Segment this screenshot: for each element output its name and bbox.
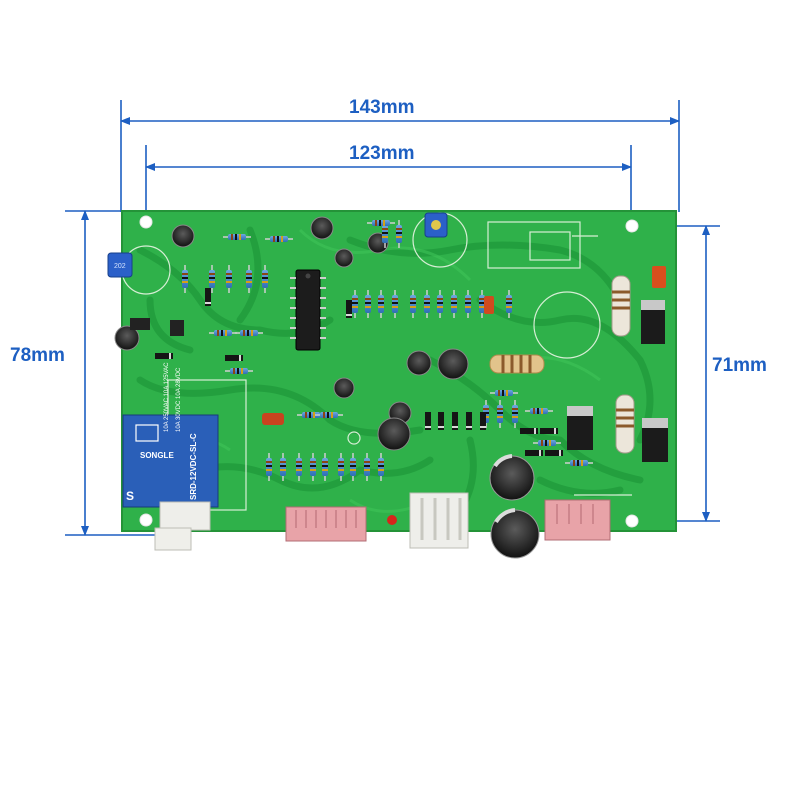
overall-width-label: 143mm xyxy=(349,97,415,118)
resistor xyxy=(378,453,384,481)
resistor xyxy=(322,453,328,481)
resistor xyxy=(525,408,553,414)
resistor xyxy=(352,290,358,318)
resistor xyxy=(367,220,395,226)
trim-potentiometers: 202 xyxy=(107,212,448,278)
resistor xyxy=(424,290,430,318)
relay: SONGLE 10A 250VAC 10A 125VAC 10A 30VDC 1… xyxy=(122,362,219,508)
resistor xyxy=(310,453,316,481)
resistor xyxy=(315,412,343,418)
ic-chip xyxy=(290,269,326,351)
connectors xyxy=(154,492,611,551)
hole-spacing-height-label: 71mm xyxy=(712,355,767,376)
resistor xyxy=(223,234,251,240)
resistor xyxy=(490,390,518,396)
overall-height-label: 78mm xyxy=(10,345,65,366)
resistor xyxy=(533,440,561,446)
resistor xyxy=(437,290,443,318)
resistor xyxy=(364,453,370,481)
diode xyxy=(205,288,211,306)
resistor xyxy=(350,453,356,481)
diode xyxy=(155,353,173,359)
resistor xyxy=(378,290,384,318)
resistor xyxy=(296,453,302,481)
mounting-hole-top-left xyxy=(139,215,153,229)
resistor xyxy=(392,290,398,318)
diode xyxy=(452,412,458,430)
resistor xyxy=(209,265,215,293)
hole-spacing-width-label: 123mm xyxy=(349,143,415,164)
resistor xyxy=(209,330,237,336)
mounting-hole-top-right xyxy=(625,219,639,233)
resistor xyxy=(246,265,252,293)
diode xyxy=(346,300,352,318)
resistor xyxy=(465,290,471,318)
connector-pink-right xyxy=(544,499,611,541)
large-capacitors xyxy=(489,454,540,559)
diode xyxy=(545,450,563,456)
resistor xyxy=(226,265,232,293)
svg-text:S: S xyxy=(126,489,134,503)
diode xyxy=(425,412,431,430)
resistor xyxy=(506,290,512,318)
resistor xyxy=(235,330,263,336)
resistor xyxy=(410,290,416,318)
diode xyxy=(520,428,538,434)
resistor xyxy=(280,453,286,481)
resistor xyxy=(396,220,402,248)
resistor xyxy=(265,236,293,242)
trimpot-left xyxy=(107,252,133,278)
diode xyxy=(540,428,558,434)
relay-rating-2: 10A 30VDC 10A 28VDC xyxy=(176,367,182,432)
relay-model: SRD-12VDC-SL-C xyxy=(189,433,198,500)
misc-parts xyxy=(130,266,666,525)
resistor xyxy=(451,290,457,318)
power-transistors xyxy=(567,300,668,462)
resistor xyxy=(497,400,503,428)
resistor xyxy=(297,412,325,418)
svg-text:202: 202 xyxy=(114,263,126,270)
resistor xyxy=(338,453,344,481)
relay-rating-1: 10A 250VAC 10A 125VAC xyxy=(164,362,170,432)
connector-white-left xyxy=(159,501,211,531)
resistor-array xyxy=(182,220,593,481)
diode xyxy=(438,412,444,430)
mounting-holes xyxy=(139,215,639,528)
small-capacitors xyxy=(114,216,469,451)
mounting-hole-bottom-left xyxy=(139,513,153,527)
resistor xyxy=(479,290,485,318)
resistor xyxy=(365,290,371,318)
diode xyxy=(480,412,486,430)
resistor xyxy=(266,453,272,481)
power-resistors xyxy=(489,275,635,454)
resistor xyxy=(512,400,518,428)
diode xyxy=(525,450,543,456)
relay-brand: SONGLE xyxy=(140,451,174,460)
diode xyxy=(466,412,472,430)
diodes xyxy=(155,288,563,456)
resistor xyxy=(262,265,268,293)
resistor xyxy=(225,368,253,374)
resistor xyxy=(182,265,188,293)
diode xyxy=(225,355,243,361)
resistor xyxy=(565,460,593,466)
connector-white-middle xyxy=(409,492,469,549)
mounting-hole-bottom-right xyxy=(625,514,639,528)
